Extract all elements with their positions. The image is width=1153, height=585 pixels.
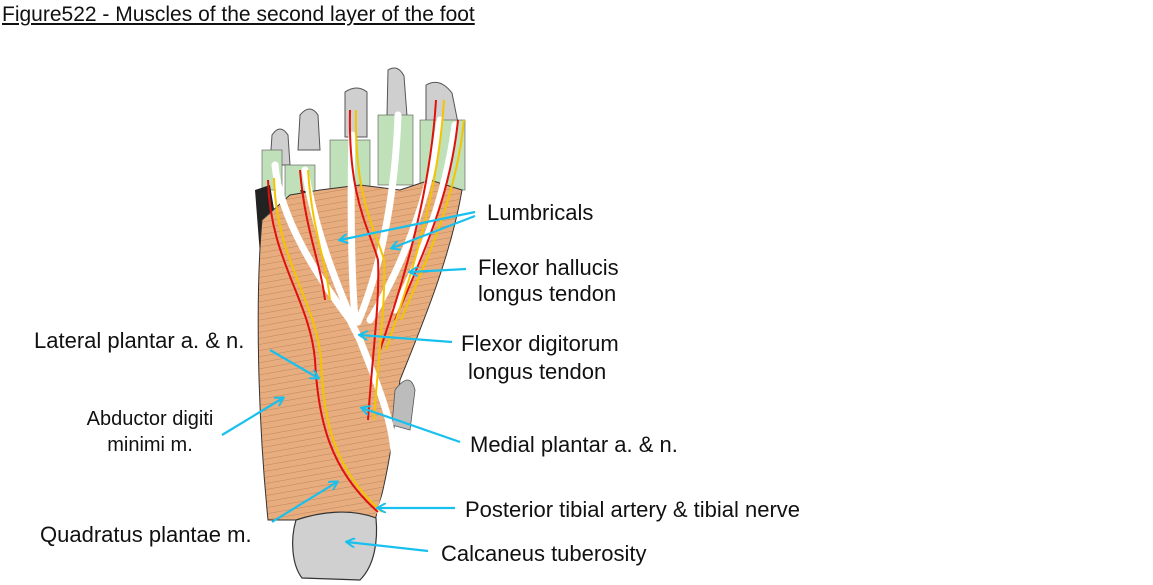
label-lumbricals: Lumbricals	[487, 200, 593, 225]
label-fhl-line1: Flexor hallucis	[478, 255, 619, 280]
label-fdl-line1: Flexor digitorum	[461, 331, 619, 356]
label-fhl-line2: longus tendon	[478, 281, 616, 306]
label-abductor-line1: Abductor digiti	[87, 408, 214, 430]
label-fdl-line2: longus tendon	[468, 359, 606, 384]
nerves	[273, 99, 465, 513]
label-lateral-plantar: Lateral plantar a. & n.	[34, 328, 244, 353]
label-posterior-tibial: Posterior tibial artery & tibial nerve	[465, 497, 800, 522]
label-medial-plantar: Medial plantar a. & n.	[470, 432, 678, 457]
navicular-bone	[391, 379, 416, 431]
figure-title: Figure522 - Muscles of the second layer …	[2, 3, 475, 26]
toe-bones	[269, 67, 459, 166]
arrows	[221, 210, 476, 553]
label-calcaneus: Calcaneus tuberosity	[441, 541, 646, 566]
calcaneus-bone	[292, 511, 378, 581]
foot-illustration	[255, 67, 466, 581]
label-quadratus: Quadratus plantae m.	[40, 522, 252, 547]
labels: Lumbricals Flexor hallucis longus tendon…	[34, 200, 800, 566]
label-abductor-line2: minimi m.	[107, 434, 193, 456]
arteries	[267, 99, 459, 513]
